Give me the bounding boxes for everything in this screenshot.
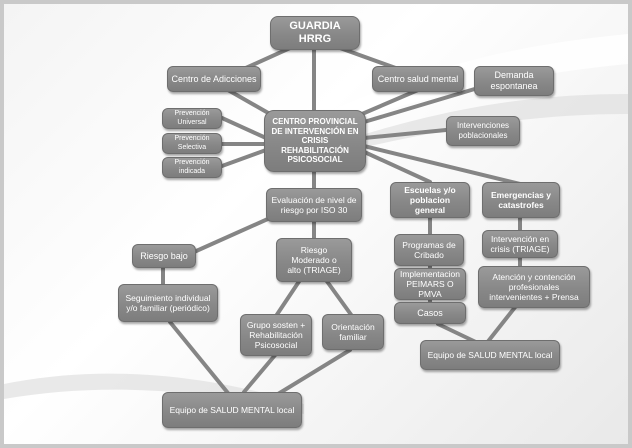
implementacion-peimars-node: Implementacion PEIMARS O PMVA [394,268,466,300]
prevencion-indicada-node: Prevención indicada [162,157,222,178]
escuelas-poblacion-node: Escuelas y/o poblacion general [390,182,470,218]
intervenciones-poblacionales-node: Intervenciones poblacionales [446,116,520,146]
prevencion-universal-node: Prevención Universal [162,108,222,129]
riesgo-moderado-node: Riesgo Moderado o alto (TRIAGE) [276,238,352,282]
demanda-espontanea-node: Demanda espontanea [474,66,554,96]
orientacion-familiar-node: Orientación familiar [322,314,384,350]
atencion-contencion-node: Atención y contención profesionales inte… [478,266,590,308]
equipo-salud-mental-left-node: Equipo de SALUD MENTAL local [162,392,302,428]
equipo-salud-mental-right-node: Equipo de SALUD MENTAL local [420,340,560,370]
seguimiento-node: Seguimiento individual y/o familiar (per… [118,284,218,322]
programas-cribado-node: Programas de Cribado [394,234,464,266]
casos-node: Casos [394,302,466,324]
centro-salud-mental-node: Centro salud mental [372,66,464,92]
evaluacion-riesgo-node: Evaluación de nivel de riesgo por ISO 30 [266,188,362,222]
guardia-hrrg-node: GUARDIA HRRG [270,16,360,50]
emergencias-catastrofes-node: Emergencias y catastrofes [482,182,560,218]
prevencion-selectiva-node: Prevención Selectiva [162,133,222,154]
centro-provincial-node: CENTRO PROVINCIAL DE INTERVENCIÓN EN CRI… [264,110,366,172]
grupo-sosten-node: Grupo sosten + Rehabilitación Psicosocia… [240,314,312,356]
riesgo-bajo-node: Riesgo bajo [132,244,196,268]
intervencion-crisis-node: Intervención en crisis (TRIAGE) [482,230,558,258]
centro-adicciones-node: Centro de Adicciones [167,66,261,92]
